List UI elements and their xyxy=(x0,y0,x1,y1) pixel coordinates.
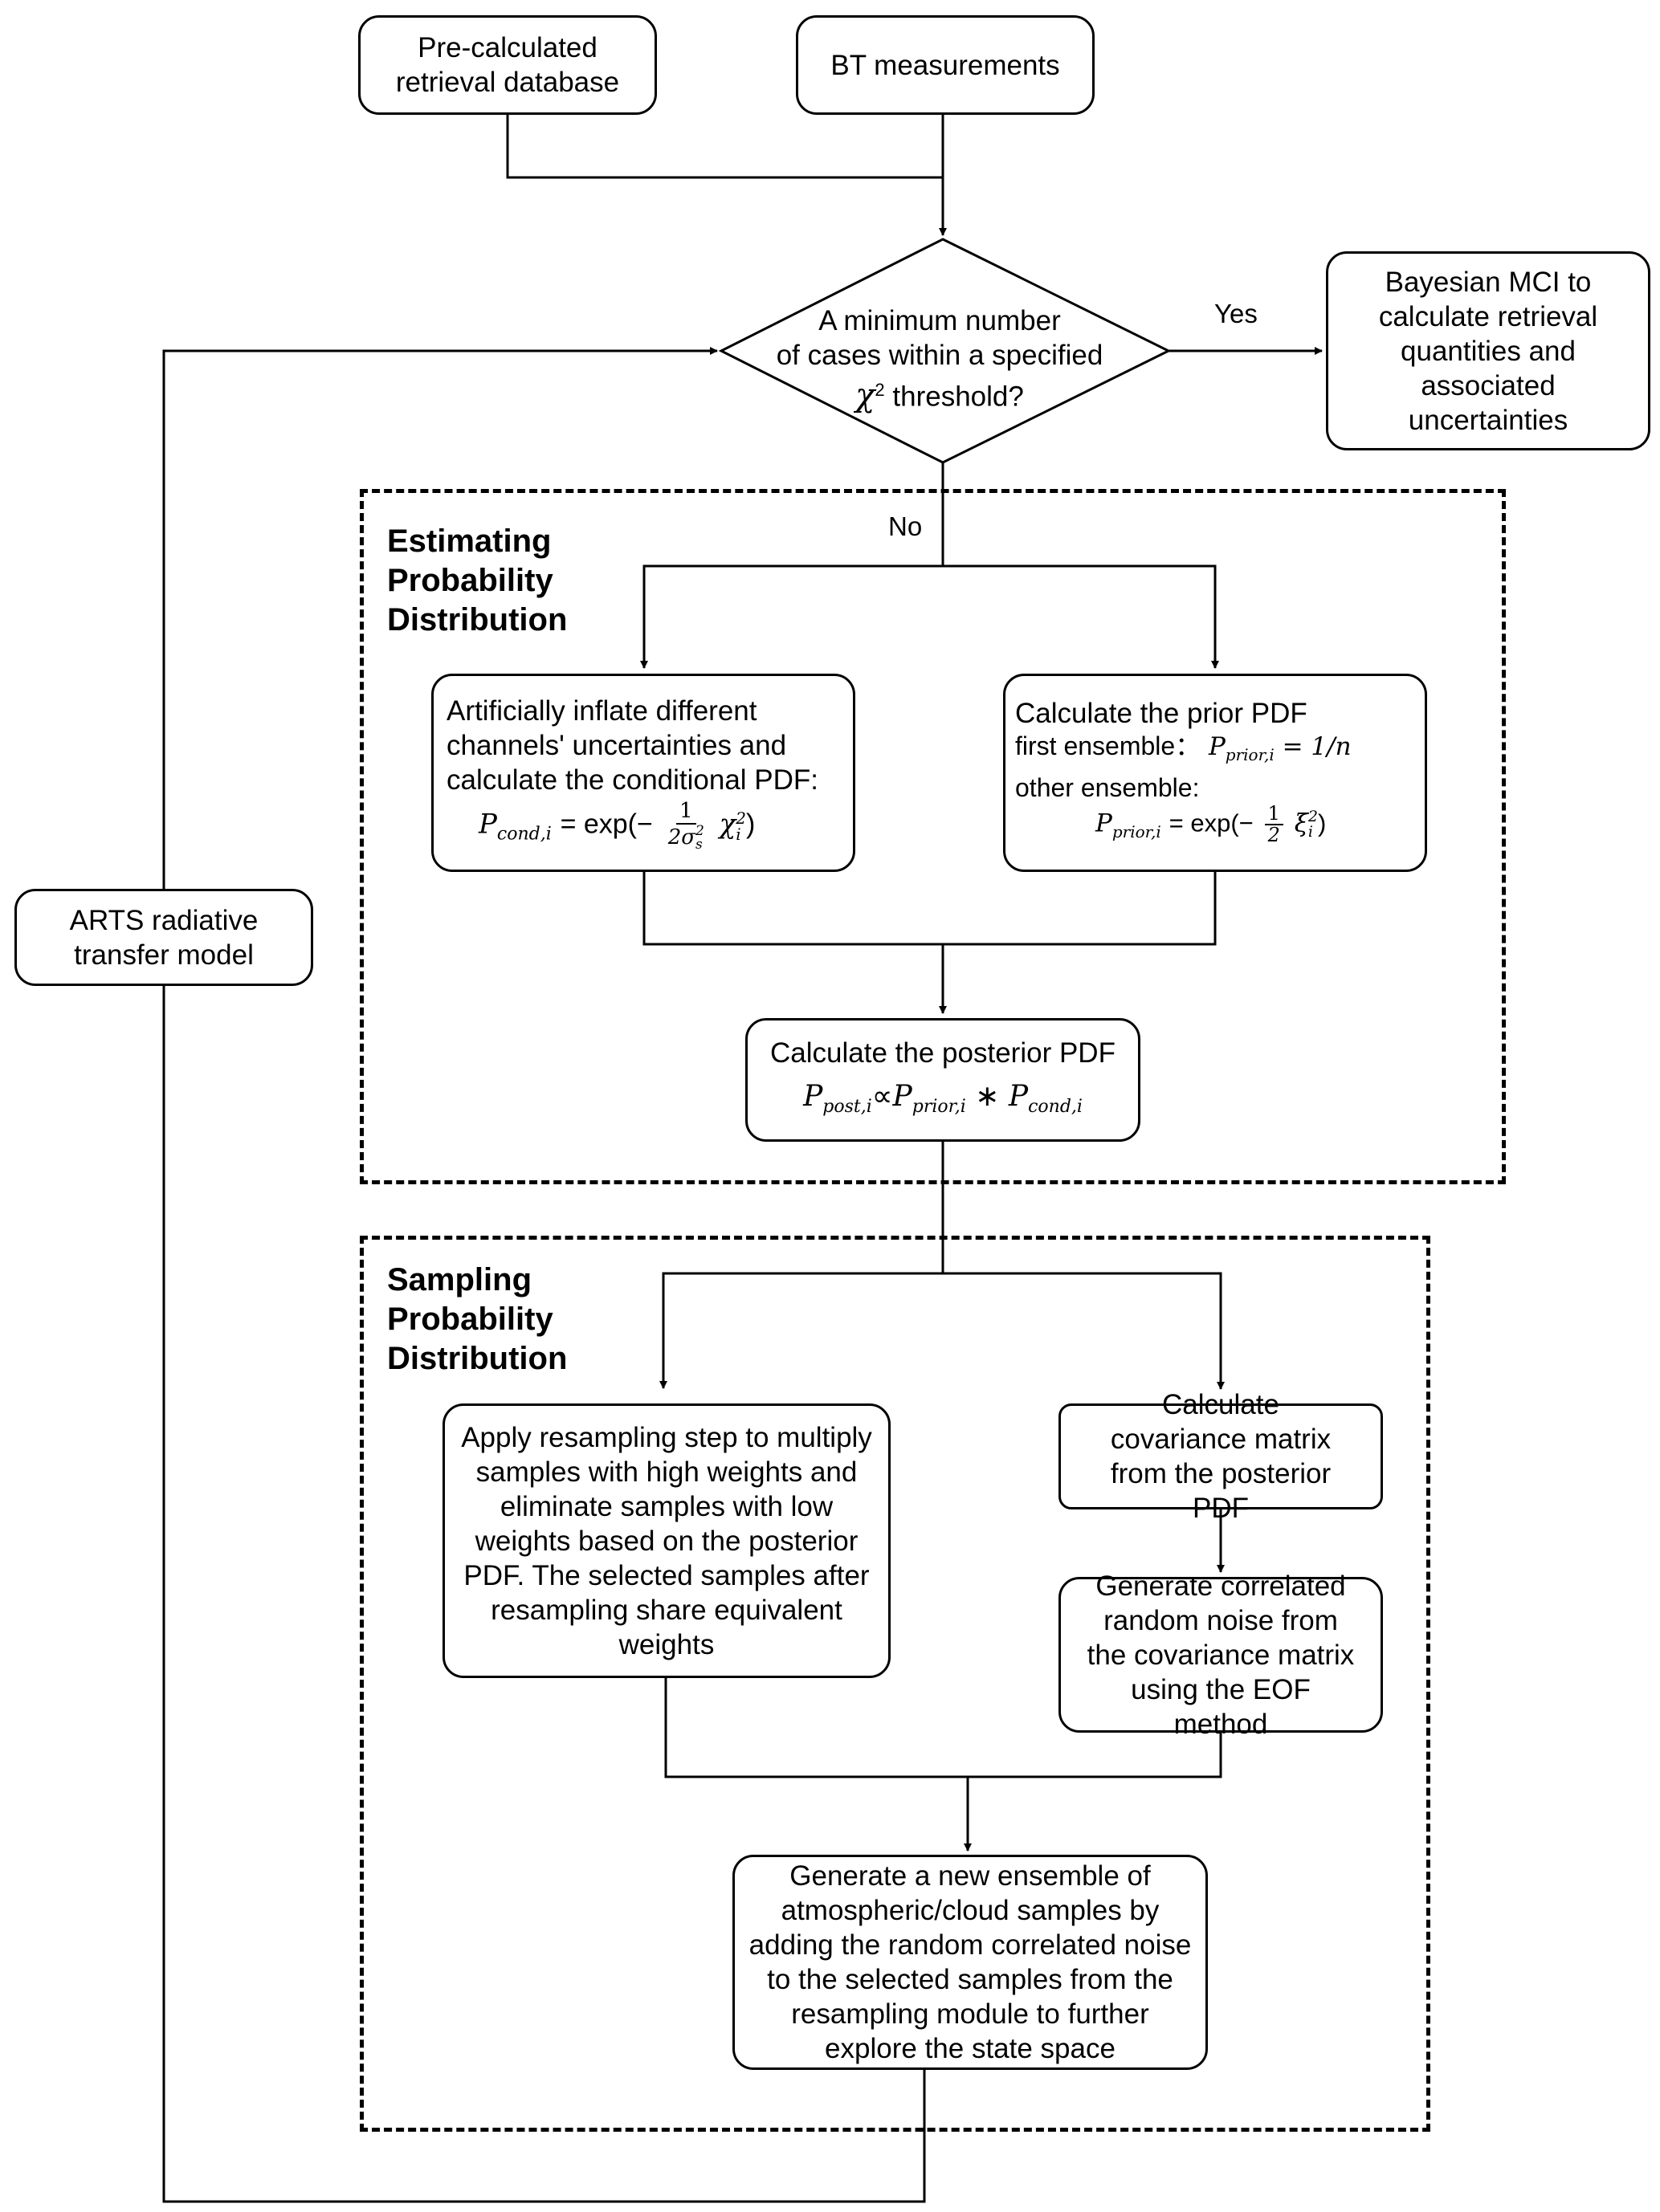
estimating-section-title: Estimating Probability Distribution xyxy=(387,523,568,638)
decision-node-text: A minimum number of cases within a speci… xyxy=(776,305,1103,414)
bayesian-mci-node: Bayesian MCI to calculate retrieval quan… xyxy=(1326,251,1650,450)
sampling-section-title: Sampling Probability Distribution xyxy=(387,1262,568,1376)
bt-measurements-node: BT measurements xyxy=(796,15,1095,115)
posterior-equation: Ppost,i∝Pprior,i ∗ Pcond,i xyxy=(803,1078,1083,1118)
prior-first-equation: Pprior,i = 1/n xyxy=(1208,732,1352,765)
edge-ensemble-to-arts xyxy=(162,984,926,2203)
resampling-node: Apply resampling step to multiply sample… xyxy=(443,1403,891,1678)
edge-label-yes: Yes xyxy=(1214,299,1258,328)
prior-pdf-node: Calculate the prior PDF first ensemble： … xyxy=(1003,674,1427,872)
edge-database-to-decision xyxy=(506,115,943,179)
chi-symbol: χ xyxy=(855,377,875,414)
database-node: Pre-calculated retrieval database xyxy=(358,15,657,115)
covariance-node: Calculate covariance matrix from the pos… xyxy=(1058,1389,1383,1524)
edge-label-no: No xyxy=(888,511,923,541)
conditional-pdf-node: Artificially inflate different channels'… xyxy=(431,674,855,872)
correlated-noise-node: Generate correlated random noise from th… xyxy=(1058,1570,1383,1740)
edge-conditional-merge xyxy=(642,872,1217,946)
estimating-section-frame xyxy=(360,489,1506,1184)
posterior-pdf-node: Calculate the posterior PDF Ppost,i∝Ppri… xyxy=(745,1018,1140,1142)
arts-model-node: ARTS radiative transfer model xyxy=(14,889,313,986)
new-ensemble-node: Generate a new ensemble of atmospheric/c… xyxy=(732,1855,1208,2070)
edge-arts-to-decision xyxy=(162,347,718,889)
edge-sampling-merge xyxy=(664,1678,1222,1778)
sampling-section-frame xyxy=(360,1236,1430,2132)
edge-no-split xyxy=(642,564,1219,669)
